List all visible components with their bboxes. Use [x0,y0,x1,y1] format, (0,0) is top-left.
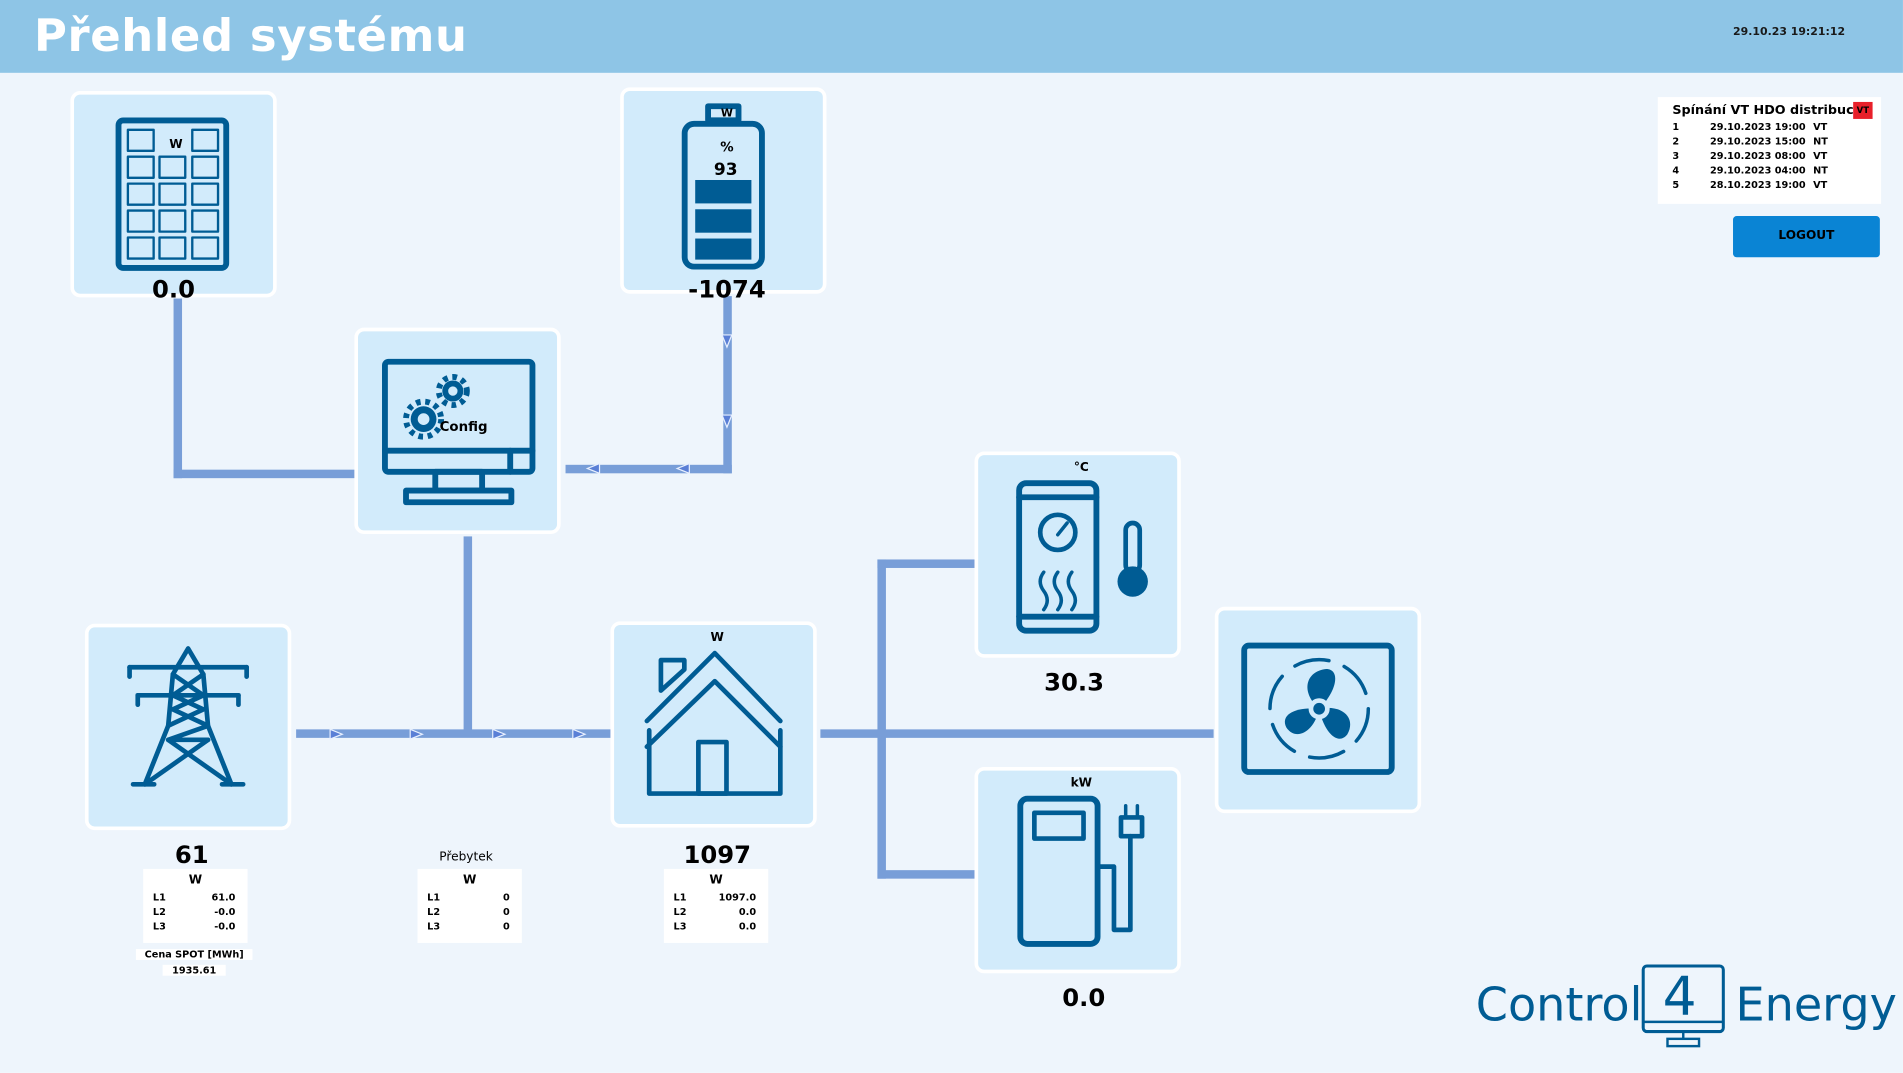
solar-panel-icon [115,117,230,271]
grid-phase-row: L3-0.0 [152,921,236,933]
page-title: Přehled systému [33,9,468,62]
fan-icon [1241,642,1395,775]
wire-to-boiler [877,559,975,568]
flow-arrow-left [585,462,601,475]
fan-tile[interactable] [1214,606,1422,814]
battery-icon [681,103,765,270]
house-tile[interactable]: W [610,621,817,828]
logo-text-left: Control [1475,978,1643,1032]
boiler-value: 30.3 [1044,667,1104,697]
ev-value: 0.0 [1062,983,1106,1013]
ev-charger-icon [1017,795,1145,947]
pv-value: 0.0 [152,274,196,304]
boiler-unit: °C [1073,461,1089,475]
wire-to-ev [877,870,975,879]
spot-price-label: Cena SPOT [MWh] [135,949,253,960]
config-tile[interactable]: Config [354,327,561,534]
wire-branch-vertical [877,559,886,879]
ev-unit: kW [1070,776,1093,791]
hdo-tariff-badge: VT [1853,101,1873,119]
flow-arrow-right [329,728,344,740]
ev-tile[interactable]: kW [974,766,1181,974]
grid-phase-unit: W [188,873,203,888]
battery-unit: W [720,108,733,121]
brand-logo: Control 4 Energy [1475,961,1897,1051]
wire-house-fan [820,729,1214,738]
boiler-tile[interactable]: °C [974,451,1181,658]
house-icon [644,650,783,796]
power-pylon-icon [127,646,249,787]
wire-pv-down [173,298,183,479]
logo-monitor-icon [1641,964,1725,1048]
wire-pv-across [173,469,356,479]
flow-arrow-right [492,728,507,740]
house-unit: W [710,631,724,645]
flow-arrow-right [572,728,587,740]
battery-soc-unit: % [720,139,734,156]
flow-arrow-down [721,414,733,429]
flow-arrow-down [721,334,733,349]
pv-unit: W [169,138,183,152]
grid-value: 61 [174,839,209,869]
header-bar: Přehled systému 29.10.23 19:21:12 [0,0,1903,73]
flow-arrow-left [675,462,690,475]
house-value: 1097 [683,839,752,869]
monitor-gears-icon [382,358,536,506]
wire-grid-house [296,729,612,738]
battery-tile[interactable]: W % 93 -1074 [620,87,827,303]
clock-datetime: 29.10.23 19:21:12 [1733,26,1846,39]
wire-battery-down [723,296,732,474]
spot-price-value: 1935.61 [162,964,226,976]
battery-soc: 93 [713,160,738,180]
surplus-unit: W [462,873,477,888]
logo-text-right: Energy [1735,978,1897,1032]
config-label: Config [439,418,488,435]
pv-tile[interactable]: W 0.0 [70,91,277,303]
logo-digit: 4 [1662,966,1697,1028]
wire-battery-across [565,464,732,474]
flow-arrow-right [409,728,424,740]
logout-button[interactable]: LOGOUT [1733,216,1880,258]
hdo-title: Spínání VT HDO distribuce [1672,103,1863,118]
grid-tile[interactable] [84,623,292,831]
house-phase-unit: W [709,873,723,888]
wire-config-down [463,536,473,736]
surplus-title: Přebytek [439,850,493,865]
water-heater-icon [1016,480,1148,634]
battery-value: -1074 [688,274,766,304]
grid-phase-row: L2-0.0 [152,906,236,918]
